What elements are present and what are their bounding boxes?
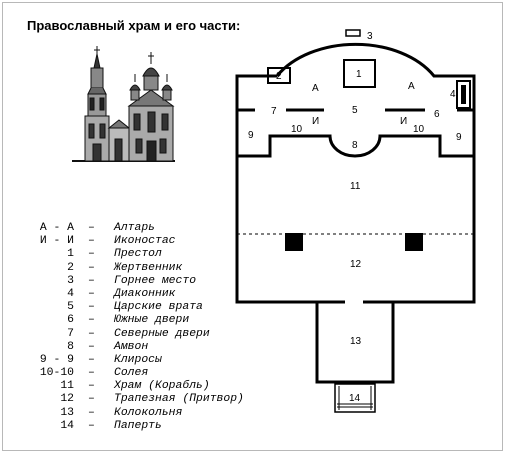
label-1: 1 — [356, 69, 362, 80]
high-place — [345, 29, 361, 37]
legend-text: Южные двери — [114, 314, 190, 327]
porch-steps — [337, 386, 373, 410]
label-13: 13 — [350, 336, 362, 347]
label-9-right: 9 — [456, 132, 462, 143]
legend-dash: – — [88, 380, 95, 393]
legend-key: 12 — [60, 393, 74, 406]
bell-tower-wall — [315, 302, 395, 384]
label-14: 14 — [349, 393, 361, 404]
legend-dash: – — [88, 393, 95, 406]
legend-key: 1 — [67, 248, 74, 261]
legend-key: И - И — [39, 235, 74, 248]
legend-dash: – — [88, 353, 95, 366]
diaconicon-inner — [461, 85, 466, 104]
legend-text: Престол — [114, 248, 162, 261]
legend-key: 13 — [60, 406, 74, 419]
legend-text: Храм (Корабль) — [114, 380, 210, 393]
legend-key: А - А — [39, 222, 74, 234]
label-iconostasis-right: И — [400, 116, 407, 127]
legend-key: 8 — [67, 340, 74, 353]
figure-frame — [2, 2, 503, 451]
label-8: 8 — [352, 140, 358, 151]
label-altar-left: А — [312, 83, 319, 94]
legend-key: 5 — [67, 301, 74, 314]
legend-key: 7 — [67, 327, 74, 340]
legend-key: 2 — [67, 261, 74, 274]
legend-text: Клиросы — [114, 353, 162, 366]
legend-dash: – — [88, 419, 95, 432]
label-10-right: 10 — [413, 124, 425, 135]
label-iconostasis-left: И — [312, 116, 319, 127]
legend-text: Амвон — [114, 340, 149, 353]
label-6: 6 — [434, 109, 440, 120]
legend-text: Алтарь — [114, 222, 156, 234]
column-left — [285, 233, 303, 251]
label-12: 12 — [350, 259, 362, 270]
church-illustration — [72, 46, 175, 162]
legend-dash: – — [88, 327, 95, 340]
column-right — [405, 233, 423, 251]
label-11: 11 — [350, 181, 361, 192]
legend-key: 9 - 9 — [39, 353, 74, 366]
label-4: 4 — [450, 89, 456, 100]
legend-dash: – — [88, 314, 95, 327]
legend-text: Трапезная (Притвор) — [114, 393, 244, 406]
legend-text: Жертвенник — [114, 261, 183, 274]
legend-key: 6 — [67, 314, 74, 327]
legend-dash: – — [88, 406, 95, 419]
legend-key: 3 — [67, 274, 74, 287]
figure-title: Православный храм и его части: — [27, 18, 241, 33]
legend-dash: – — [88, 248, 95, 261]
label-7: 7 — [271, 106, 277, 117]
legend-key: 14 — [60, 419, 74, 432]
legend-dash: – — [88, 287, 95, 300]
outer-wall — [235, 42, 476, 304]
legend-text: Солея — [114, 367, 149, 380]
label-9-left: 9 — [248, 130, 254, 141]
legend-dash: – — [88, 261, 95, 274]
label-altar-right: А — [408, 81, 415, 92]
legend-text: Горнее место — [114, 274, 197, 287]
legend-text: Паперть — [114, 419, 162, 432]
legend-dash: – — [88, 274, 95, 287]
altar-table — [343, 59, 376, 88]
legend-text: Иконостас — [114, 235, 176, 248]
label-5: 5 — [352, 105, 358, 116]
legend-text: Царские врата — [114, 301, 203, 314]
legend-key: 11 — [60, 380, 74, 393]
legend-key: 10-10 — [39, 367, 74, 380]
legend-text: Колокольня — [114, 406, 183, 419]
legend-text: Диаконник — [114, 287, 176, 300]
label-2: 2 — [276, 71, 282, 82]
diaconicon — [456, 80, 471, 109]
legend-dash: – — [88, 367, 95, 380]
prothesis — [267, 67, 291, 84]
legend-text: Северные двери — [114, 327, 210, 340]
legend-dash: – — [88, 222, 95, 234]
label-10-left: 10 — [291, 124, 303, 135]
label-3: 3 — [367, 31, 373, 42]
legend-key: 4 — [67, 287, 74, 300]
legend-dash: – — [88, 340, 95, 353]
legend-dash: – — [88, 301, 95, 314]
solea-front — [237, 134, 474, 158]
legend-dash: – — [88, 235, 95, 248]
